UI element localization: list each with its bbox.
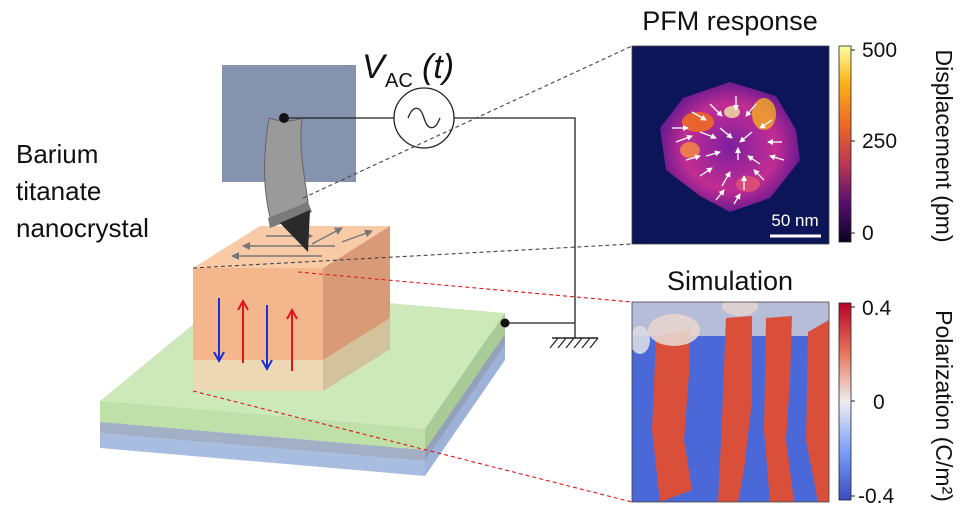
ac-sine-icon [407,107,441,129]
domain-red-3 [764,316,794,502]
tip-apex [280,210,310,252]
simulation-title: Simulation [667,266,793,296]
top-arrow-4 [341,229,373,243]
sim-tick-pos: 0.4 [862,297,892,320]
simulation-colorbar [838,302,852,501]
domain-red-4 [806,320,829,502]
substrate-bottom-side [425,345,505,476]
voltage-argument: (t) [422,48,454,86]
pfm-vector-field [672,96,785,205]
domain-red-1 [652,330,692,502]
pfm-colorbar [838,45,852,243]
wire-source-to-ground [454,117,576,323]
voltage-subscript: AC [385,70,413,92]
pfm-tick-250: 250 [862,130,897,153]
pfm-scalebar-label: 50 nm [771,211,818,230]
sample-label-line-3: nanocrystal [16,213,149,243]
sim-tick-zero: 0 [873,391,885,414]
sample-label-line-1: Barium [16,139,98,169]
pfm-tick-0: 0 [862,222,874,245]
cantilever [264,117,309,222]
substrate-mid-front [100,422,425,461]
cantilever-end [268,202,312,228]
substrate-green-side [425,313,505,450]
domain-red-2 [718,316,752,502]
substrate-green-front [100,401,425,450]
pfm-title: PFM response [642,6,818,36]
polarization-arrows [213,298,298,372]
pfm-tick-500: 500 [862,39,897,62]
afm-tip-assembly [222,65,356,252]
nanocrystal-cube [193,226,390,391]
cube-front-lower-band [193,360,323,391]
contact-dot-substrate [500,318,510,328]
pfm-panel: PFM response [631,6,957,245]
pfm-colorbar-label: Displacement (pm) [931,50,957,243]
cube-top [193,226,390,268]
guide-pfm-bottom [192,243,633,269]
substrate-mid-side [425,334,505,461]
substrate-bottom-front [100,433,425,476]
guide-sim-bottom [192,390,633,503]
simulation-colorbar-label: Polarization (C/m²) [931,310,957,502]
guide-pfm-top [302,45,633,199]
top-arrow-3 [311,227,343,245]
guide-lines [192,45,633,503]
sample-label-line-2: titanate [16,176,101,206]
circuit [284,87,599,349]
simulation-panel: Simulation 0.4 0 -0.4 Polarization (C/m²… [631,266,957,508]
cube-side-lower-band [323,318,390,391]
sim-tick-neg: -0.4 [858,485,895,508]
voltage-symbol: V [362,48,388,86]
